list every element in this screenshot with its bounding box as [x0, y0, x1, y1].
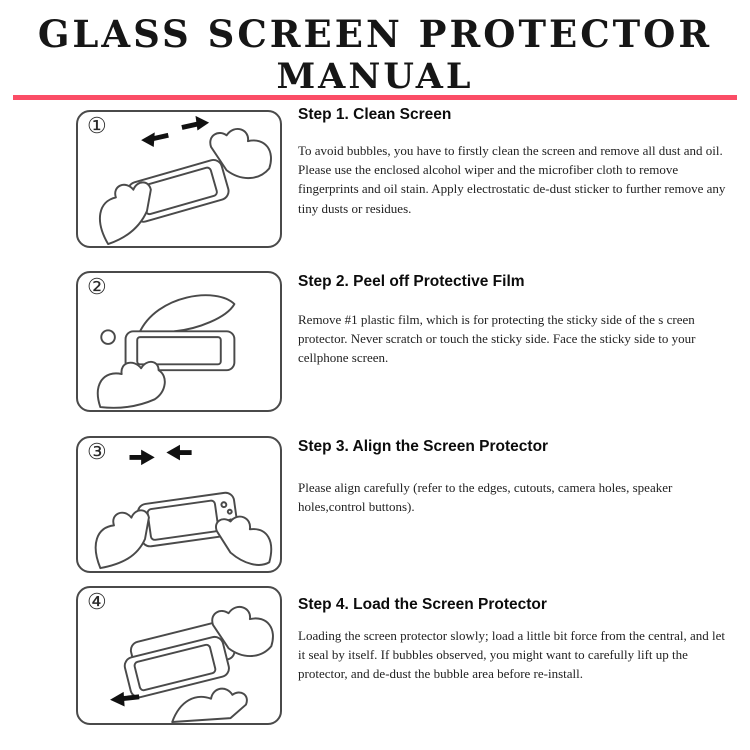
step4-heading: Step 4. Load the Screen Protector — [298, 596, 547, 613]
step3-number-badge: ③ — [87, 439, 107, 464]
step2-number-badge: ② — [87, 274, 107, 299]
press-arrow-icon — [110, 691, 140, 707]
rub-arrows-icon — [141, 115, 210, 147]
step2-illustration: ② — [76, 271, 282, 412]
step1-heading: Step 1. Clean Screen — [298, 106, 452, 123]
step2-body: Remove #1 plastic film, which is for pro… — [298, 312, 696, 366]
clean-screen-drawing — [99, 115, 272, 246]
step1-body: To avoid bubbles, you have to firstly cl… — [298, 143, 726, 216]
step4-number-badge: ④ — [87, 589, 107, 614]
step3-illustration: ③ — [76, 436, 282, 573]
step1-illustration: ① — [76, 110, 282, 248]
step1-number-badge: ① — [87, 113, 107, 138]
load-protector-drawing — [110, 605, 274, 723]
step4-body: Loading the screen protector slowly; loa… — [298, 628, 726, 682]
page-subtitle: MANUAL — [276, 56, 474, 97]
divider — [13, 95, 737, 100]
peel-film-drawing — [96, 294, 236, 409]
step4-illustration: ④ — [76, 586, 282, 725]
step2-heading: Step 2. Peel off Protective Film — [298, 273, 525, 290]
align-arrows-icon — [129, 444, 192, 466]
step3-body: Please align carefully (refer to the edg… — [298, 480, 673, 515]
align-protector-drawing — [94, 444, 273, 570]
page-title: GLASS SCREEN PROTECTOR — [37, 12, 713, 56]
step3-heading: Step 3. Align the Screen Protector — [298, 438, 549, 455]
